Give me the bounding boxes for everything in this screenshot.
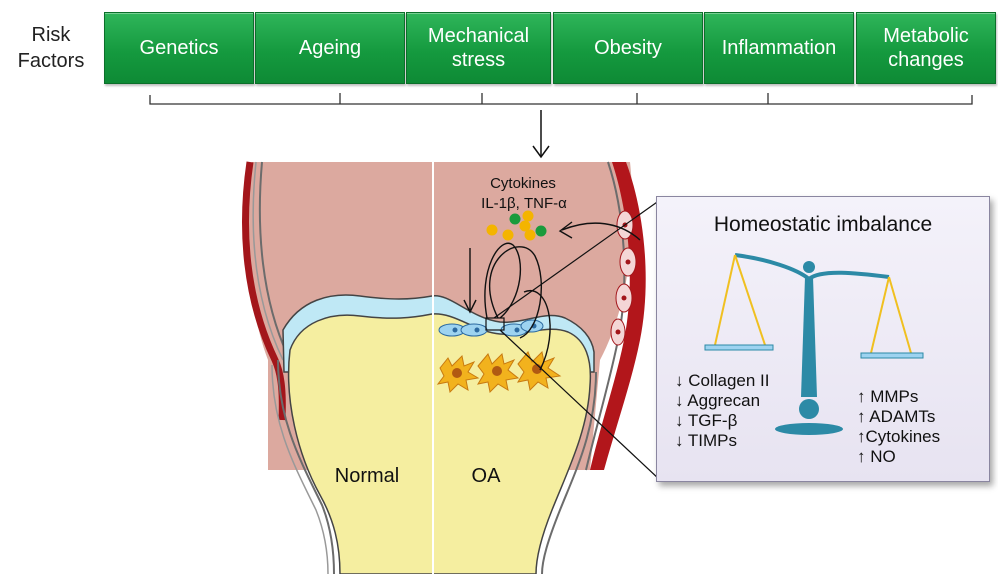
- list-item: ↑ ADAMTs: [857, 407, 940, 427]
- list-item: ↑ MMPs: [857, 387, 940, 407]
- oa-label: OA: [472, 465, 502, 487]
- cytokines-label: Cytokines: [490, 175, 556, 192]
- normal-label: Normal: [335, 465, 399, 487]
- increased-factors-list: ↑ MMPs ↑ ADAMTs ↑Cytokines ↑ NO: [857, 387, 940, 467]
- list-item: ↑ NO: [857, 447, 940, 467]
- list-item: ↓ Collagen II: [675, 371, 770, 391]
- down-arrow-icon: [533, 110, 549, 157]
- decreased-factors-list: ↓ Collagen II ↓ Aggrecan ↓ TGF-β ↓ TIMPs: [675, 371, 770, 451]
- factor-bracket: [150, 93, 972, 104]
- cytokines-types-label: IL-1β, TNF-α: [481, 195, 567, 212]
- list-item: ↓ TGF-β: [675, 411, 770, 431]
- list-item: ↓ Aggrecan: [675, 391, 770, 411]
- bone: [289, 314, 591, 574]
- homeostatic-imbalance-panel: Homeostatic imbalance ↓ Collagen II ↓ Ag…: [656, 196, 990, 482]
- list-item: ↓ TIMPs: [675, 431, 770, 451]
- list-item: ↑Cytokines: [857, 427, 940, 447]
